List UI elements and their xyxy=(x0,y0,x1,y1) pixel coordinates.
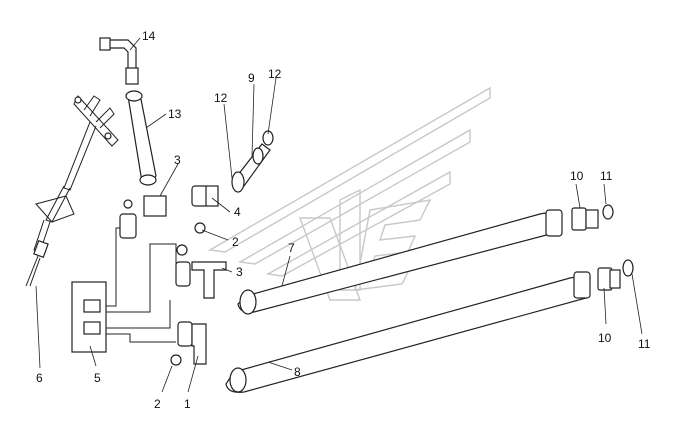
callout-1: 1 xyxy=(184,397,191,411)
callout-9: 9 xyxy=(248,71,255,85)
callout-14: 14 xyxy=(142,29,156,43)
callout-8: 8 xyxy=(294,365,301,379)
callout-13: 13 xyxy=(168,107,182,121)
callout-2-lower: 2 xyxy=(154,397,161,411)
elbow-fitting xyxy=(99,37,139,85)
short-hose xyxy=(125,90,157,186)
callout-3-upper: 3 xyxy=(174,153,181,167)
callout-7: 7 xyxy=(288,241,295,255)
callout-6: 6 xyxy=(36,371,43,385)
callout-12-right: 12 xyxy=(268,67,282,81)
valve-block xyxy=(71,281,107,353)
callout-2-upper: 2 xyxy=(232,235,239,249)
callout-10-lower: 10 xyxy=(598,331,612,345)
callout-4: 4 xyxy=(234,205,241,219)
leader-lines xyxy=(35,37,643,393)
callout-5: 5 xyxy=(94,371,101,385)
control-lever-assembly xyxy=(25,95,119,287)
long-hose-lower xyxy=(225,259,634,393)
callout-10-upper: 10 xyxy=(570,169,584,183)
long-hose-upper xyxy=(237,204,614,315)
fittings xyxy=(119,185,227,366)
callout-12-left: 12 xyxy=(214,91,228,105)
callout-11-upper: 11 xyxy=(600,169,613,183)
callout-3-lower: 3 xyxy=(236,265,243,279)
callout-11-lower: 11 xyxy=(638,337,651,351)
connecting-pipes xyxy=(106,227,177,343)
clamp-coupler xyxy=(231,130,274,193)
callout-labels: 14 13 3 12 9 12 4 2 3 7 10 11 10 11 8 1 … xyxy=(36,29,651,411)
